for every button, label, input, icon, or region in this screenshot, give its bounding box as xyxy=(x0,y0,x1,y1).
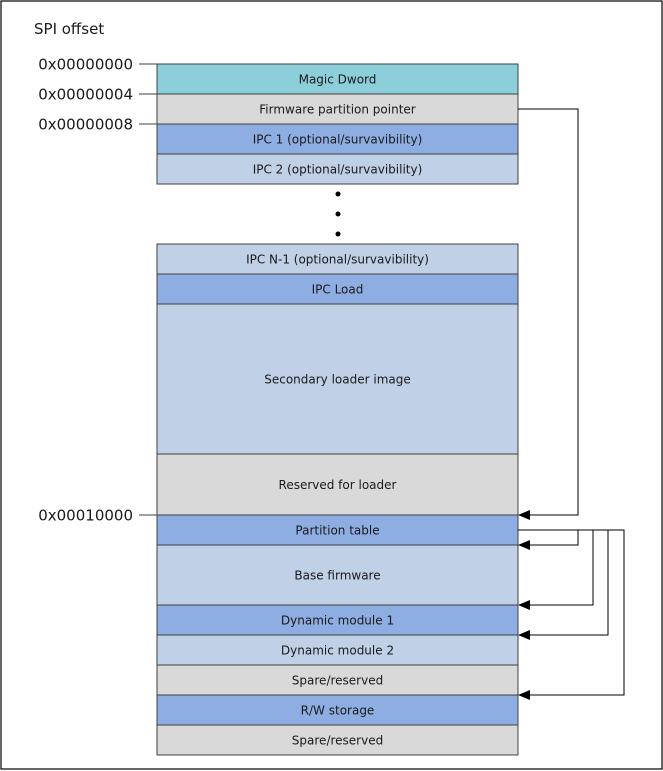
memory-block-rect xyxy=(156,544,519,606)
ellipsis-dot xyxy=(335,211,341,217)
memory-block-label: R/W storage xyxy=(301,704,375,718)
ellipsis-dot xyxy=(335,231,341,237)
memory-block-rect xyxy=(156,63,519,95)
memory-block: Spare/reserved xyxy=(156,724,519,756)
memory-block-rect xyxy=(156,664,519,696)
memory-block-label: Partition table xyxy=(295,524,379,538)
arrow-head xyxy=(518,630,530,640)
memory-block: Secondary loader image xyxy=(156,303,519,455)
memory-block-label: IPC 2 (optional/survavibility) xyxy=(253,163,423,177)
memory-block-rect xyxy=(156,634,519,666)
memory-block-label: IPC N-1 (optional/survavibility) xyxy=(246,253,429,267)
memory-block: IPC 2 (optional/survavibility) xyxy=(156,153,519,185)
memory-block: Spare/reserved xyxy=(156,664,519,696)
memory-block-rect xyxy=(156,514,519,546)
memory-block-label: IPC 1 (optional/survavibility) xyxy=(253,133,423,147)
diagram-title: SPI offset xyxy=(34,20,104,38)
memory-block: Partition table xyxy=(156,514,519,546)
memory-block: Base firmware xyxy=(156,544,519,606)
memory-block-label: Dynamic module 1 xyxy=(281,614,394,628)
memory-block-rect xyxy=(156,694,519,726)
memory-block: Dynamic module 2 xyxy=(156,634,519,666)
pointer-arrow xyxy=(518,529,625,696)
memory-block: Firmware partition pointer xyxy=(156,93,519,125)
memory-block: Dynamic module 1 xyxy=(156,604,519,636)
offset-label: 0x00000008 xyxy=(38,116,133,134)
memory-block: R/W storage xyxy=(156,694,519,726)
memory-block-rect xyxy=(156,724,519,756)
pointer-arrow xyxy=(518,108,579,516)
memory-block: IPC Load xyxy=(156,273,519,305)
memory-block-rect xyxy=(156,604,519,636)
memory-block-label: Reserved for loader xyxy=(279,478,397,492)
memory-block-label: Spare/reserved xyxy=(292,674,383,688)
memory-block: IPC 1 (optional/survavibility) xyxy=(156,123,519,155)
offset-label: 0x00000004 xyxy=(38,86,133,104)
memory-block-rect xyxy=(156,453,519,516)
arrow-head xyxy=(518,510,530,520)
arrow-head xyxy=(518,600,530,610)
ellipsis-dots xyxy=(335,191,341,237)
memory-block-label: Base firmware xyxy=(294,569,380,583)
memory-block-label: Firmware partition pointer xyxy=(259,103,416,117)
memory-block: IPC N-1 (optional/survavibility) xyxy=(156,243,519,275)
pointer-arrows xyxy=(518,108,625,700)
memory-block-label: Spare/reserved xyxy=(292,734,383,748)
memory-block: Reserved for loader xyxy=(156,453,519,516)
memory-block-rect xyxy=(156,303,519,455)
memory-block-label: IPC Load xyxy=(312,283,364,297)
ellipsis-dot xyxy=(335,191,341,197)
offset-label: 0x00010000 xyxy=(38,507,133,525)
arrow-head xyxy=(518,690,530,700)
memory-block-rect xyxy=(156,153,519,185)
offset-label: 0x00000000 xyxy=(38,56,133,74)
offset-labels: 0x00000000 0x00000004 0x00000008 0x00010000 xyxy=(38,56,157,525)
memory-block-label: Dynamic module 2 xyxy=(281,644,394,658)
arrow-head xyxy=(518,540,530,550)
memory-block-label: Magic Dword xyxy=(299,73,377,87)
memory-block-label: Secondary loader image xyxy=(264,373,411,387)
memory-block-rect xyxy=(156,123,519,155)
memory-block: Magic Dword xyxy=(156,63,519,95)
